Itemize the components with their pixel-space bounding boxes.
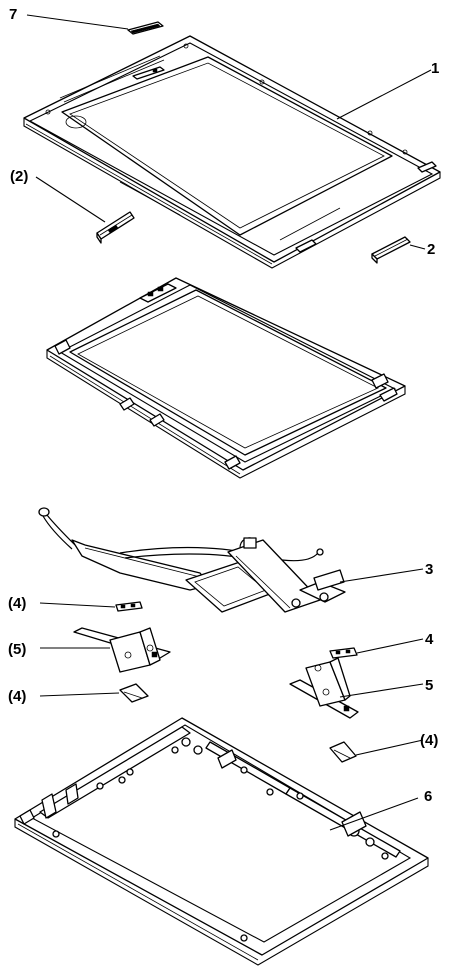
lcd-front-bezel-icon (23, 35, 441, 269)
lcd-panel-icon (46, 277, 406, 479)
hinge-bracket-icon (40, 627, 171, 673)
hinge-cap-icon (329, 638, 424, 659)
callout-4: 4 (425, 631, 434, 648)
hinge-cap-icon (39, 601, 143, 612)
lcd-rear-cover-icon (14, 717, 429, 966)
lcd-cable-assembly-icon (38, 507, 424, 613)
callout-4-paren-a: (4) (8, 595, 26, 612)
hinge-bracket-icon (289, 657, 424, 719)
callout-2-paren: (2) (10, 168, 28, 185)
callout-4-paren-c: (4) (420, 732, 438, 749)
callout-4-paren-b: (4) (8, 688, 26, 705)
callout-7: 7 (9, 6, 17, 23)
callout-5: 5 (425, 677, 433, 694)
hinge-cap-icon (39, 683, 149, 703)
callout-3: 3 (425, 561, 433, 578)
callout-5-paren: (5) (8, 641, 26, 658)
latch-part-icon (26, 14, 164, 35)
callout-2: 2 (427, 241, 435, 258)
callout-6: 6 (424, 788, 432, 805)
hinge-cover-left-icon (35, 176, 135, 244)
callout-1: 1 (431, 60, 439, 77)
hinge-cap-icon (329, 739, 424, 763)
hinge-cover-right-icon (371, 236, 426, 264)
